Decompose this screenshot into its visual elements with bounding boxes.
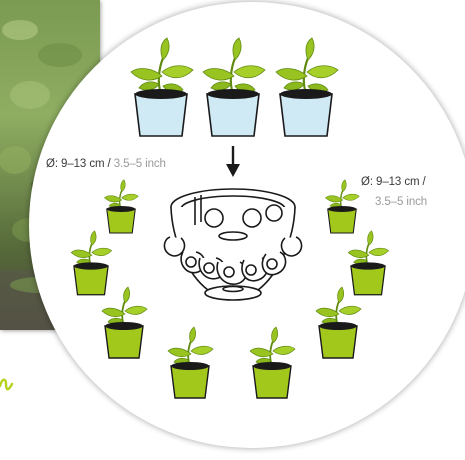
- planter-illustration: [164, 189, 301, 300]
- seedling-pot: [168, 327, 213, 398]
- seedling-pot: [316, 287, 361, 358]
- size-label-right-metric: Ø: 9–13 cm /: [361, 176, 426, 188]
- size-label-left-imperial: 3.5–5 inch: [114, 158, 166, 170]
- seedling-pot: [348, 231, 389, 295]
- size-label-left-metric: Ø: 9–13 cm /: [46, 158, 111, 170]
- large-pot-2: [203, 38, 265, 136]
- large-pot-3: [276, 38, 338, 136]
- seedling-pot: [250, 327, 295, 398]
- handwriting-mark: [0, 380, 12, 390]
- arrow-down-icon: [226, 146, 240, 177]
- seedling-pot: [326, 180, 360, 233]
- seedling-pot: [105, 180, 139, 233]
- seedling-pot: [71, 231, 112, 295]
- size-label-left: Ø: 9–13 cm / 3.5–5 inch: [46, 158, 166, 170]
- large-pot-1: [131, 38, 193, 136]
- size-label-right-imperial: 3.5–5 inch: [375, 196, 427, 208]
- seedling-pot: [102, 287, 147, 358]
